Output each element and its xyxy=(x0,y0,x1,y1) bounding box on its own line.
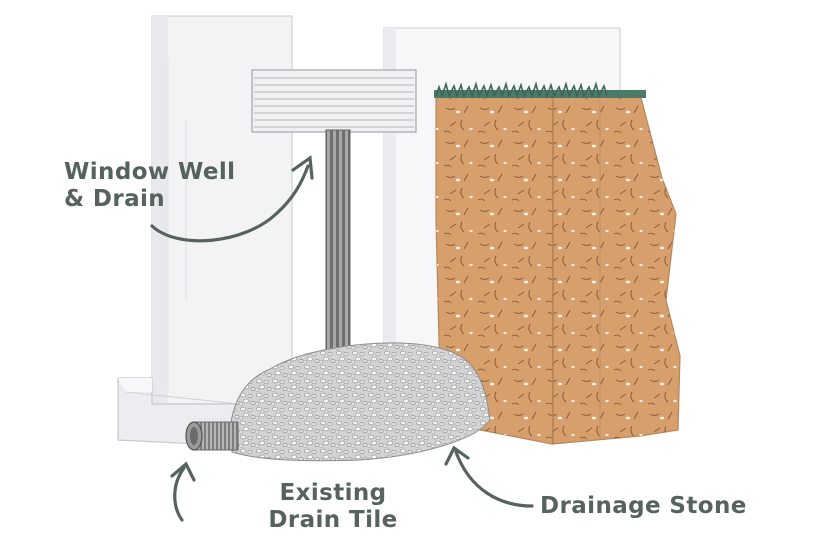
existing-drain-tile xyxy=(185,421,239,451)
arrow-drain-tile xyxy=(173,466,186,522)
window-well-drain-pipe xyxy=(325,129,351,363)
soil-backfill xyxy=(435,93,681,445)
label-drain-tile-line-2: Drain Tile xyxy=(268,507,398,533)
label-drain-tile: Existing Drain Tile xyxy=(262,480,404,534)
window-well-cover xyxy=(251,69,417,133)
label-drainage-stone: Drainage Stone xyxy=(540,493,747,519)
drainage-stone-pile xyxy=(229,342,491,462)
label-window-well-line-2: & Drain xyxy=(64,186,166,212)
arrow-window-well-head xyxy=(291,155,314,180)
label-window-well: Window Well & Drain xyxy=(64,159,235,213)
label-window-well-line-1: Window Well xyxy=(64,159,236,185)
grass-layer xyxy=(434,81,646,99)
label-drain-tile-line-1: Existing xyxy=(279,480,387,506)
arrow-window-well xyxy=(150,164,310,243)
arrow-drainage-stone xyxy=(454,450,534,508)
arrow-drain-tile-head xyxy=(170,461,196,482)
arrow-drainage-stone-head xyxy=(444,445,470,466)
